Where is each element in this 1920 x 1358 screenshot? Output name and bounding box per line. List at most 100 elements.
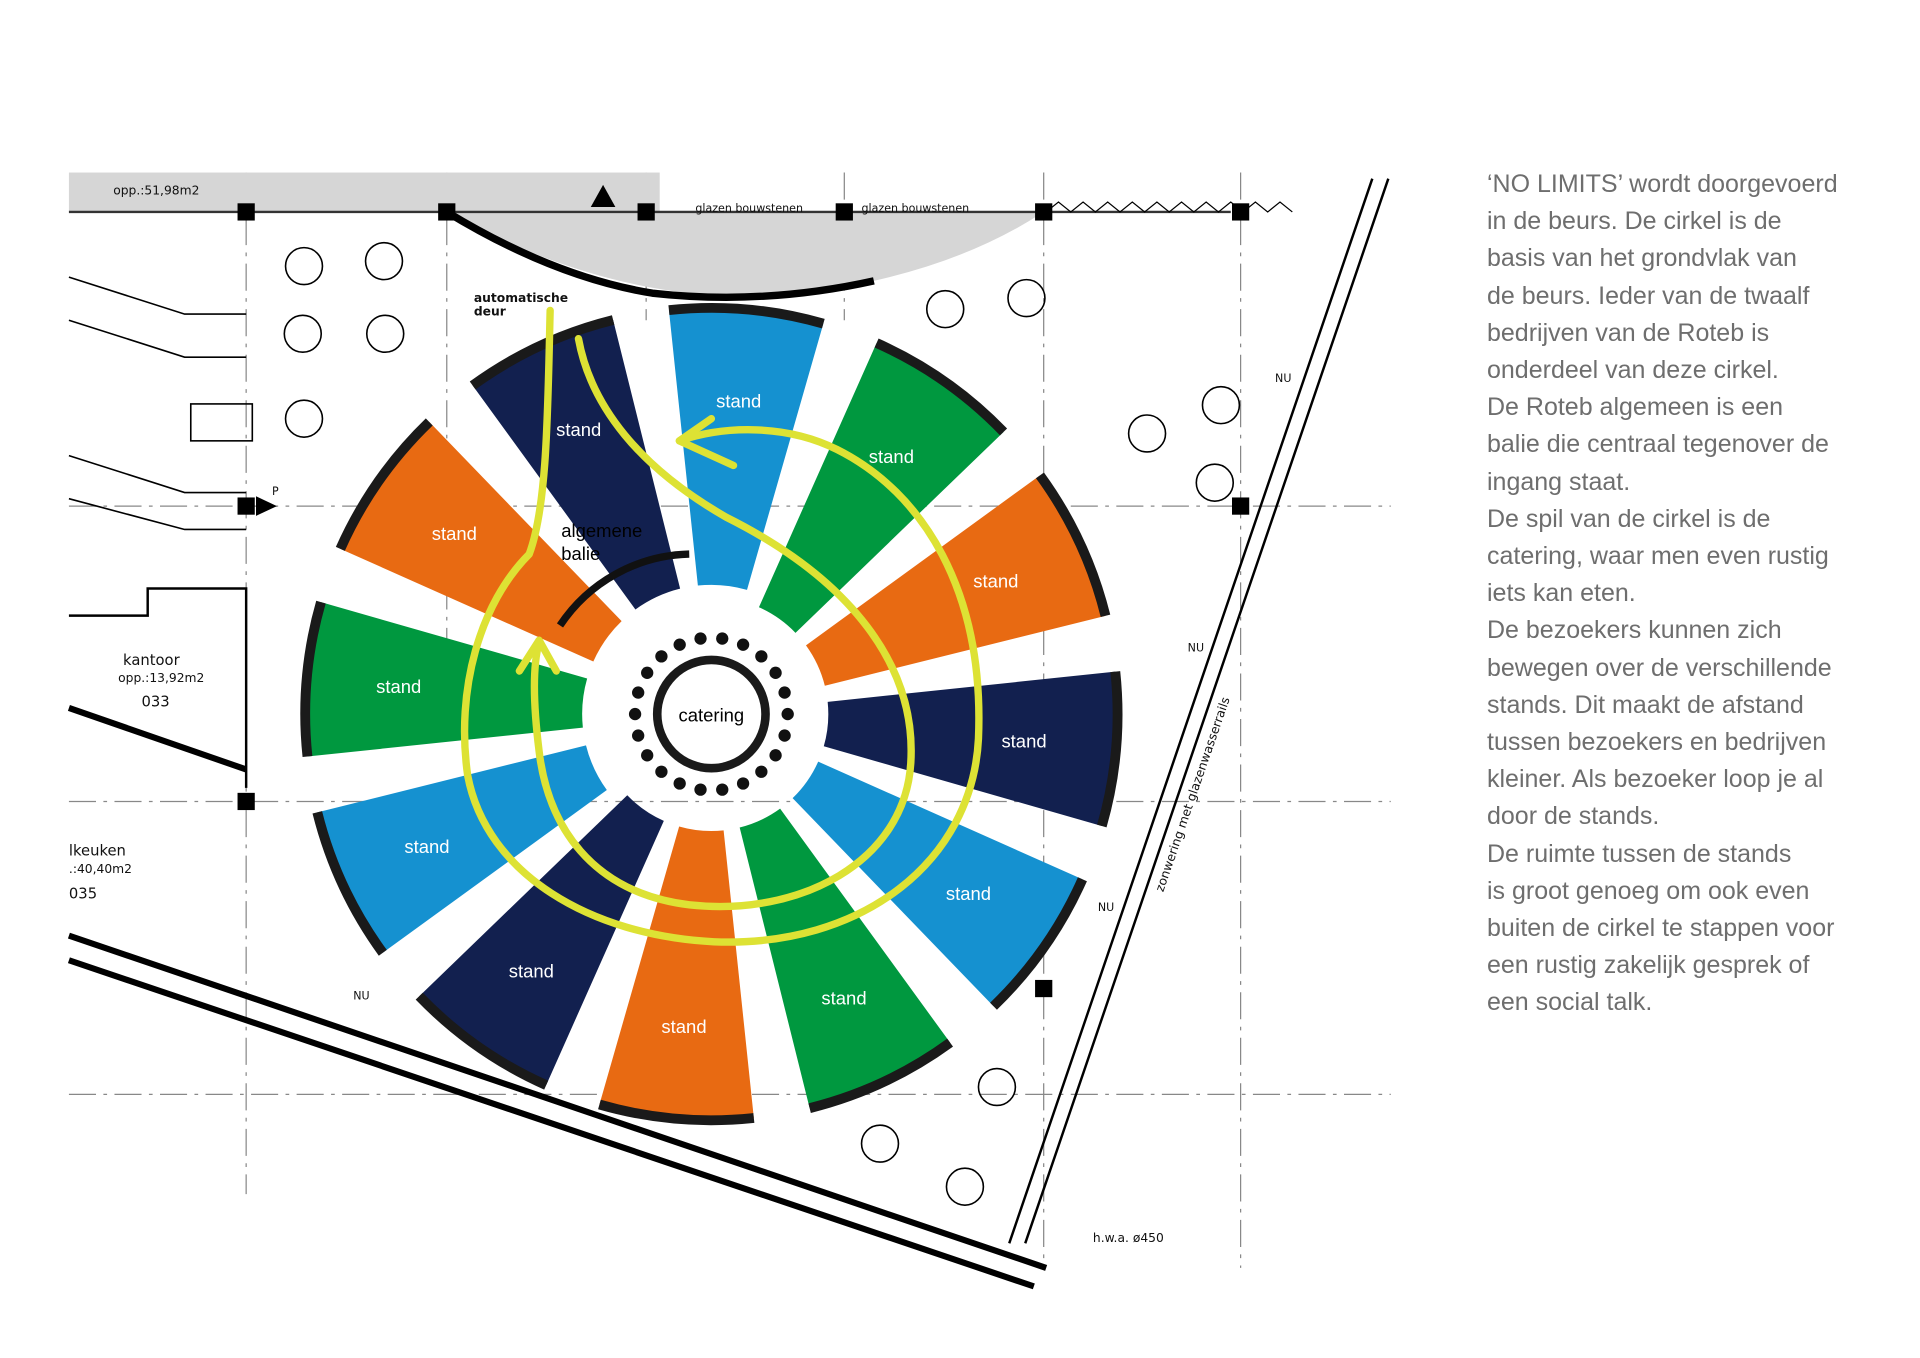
catering-seat <box>716 632 729 645</box>
stand-outer-edge <box>300 600 326 758</box>
description-line: bedrijven van de Roteb is <box>1487 318 1770 347</box>
stand-wedge <box>792 761 1083 1007</box>
glass-label-2: glazen bouwstenen <box>862 202 970 215</box>
tables <box>283 241 1241 1206</box>
stand-wedge <box>305 602 588 757</box>
visitor-path <box>460 306 983 946</box>
stand-outer-edge <box>469 315 615 390</box>
description-line: door de stands. <box>1487 802 1660 831</box>
catering-seat <box>755 650 768 663</box>
description-line: tussen bezoekers en bedrijven <box>1487 728 1827 757</box>
catering-seat <box>755 765 768 778</box>
stand-wedge <box>340 421 622 662</box>
description-line: ingang staat. <box>1487 467 1631 496</box>
stand-label: stand <box>556 419 601 440</box>
description-line: De spil van de cirkel is de <box>1487 504 1771 533</box>
glass-label-1: glazen bouwstenen <box>695 202 803 215</box>
stand-outer-edge <box>1097 671 1123 828</box>
stand-outer-edge <box>335 418 433 551</box>
keuken-number: 035 <box>69 886 97 903</box>
top-room-area: opp.:51,98m2 <box>113 184 199 198</box>
catering-seat <box>694 783 707 796</box>
description-text: ‘NO LIMITS’ wordt doorgevoerd in de beurs… <box>1487 166 1907 1022</box>
stand-wedge <box>739 808 951 1109</box>
catering-seat <box>641 749 654 762</box>
auto-door-label: automatische <box>474 291 568 305</box>
catering-seat <box>694 632 707 645</box>
description-line: een social talk. <box>1487 988 1653 1017</box>
description-line: ‘NO LIMITS’ wordt doorgevoerd <box>1487 170 1838 198</box>
stand-outer-edge <box>312 811 387 956</box>
description-line: basis van het grondvlak van <box>1487 244 1797 273</box>
description-line: buiten de cirkel te stappen voor <box>1487 914 1835 943</box>
catering-label: catering <box>679 704 745 725</box>
catering-seat <box>655 650 668 663</box>
auto-door-label-2: deur <box>474 304 507 318</box>
catering-seat <box>632 686 645 699</box>
catering-seat <box>655 765 668 778</box>
stand-wedge <box>317 745 607 953</box>
stand-label: stand <box>716 391 761 412</box>
catering-seat <box>641 666 654 679</box>
description-line: De Roteb algemeen is een <box>1487 393 1784 422</box>
stand-wedge <box>823 671 1118 827</box>
stand-outer-edge <box>1035 472 1111 618</box>
stand-outer-edge <box>598 1099 755 1126</box>
catering-seat <box>736 777 750 790</box>
catering-seat <box>769 749 782 762</box>
keuken-area: .:40,40m2 <box>69 862 132 876</box>
description-line: is groot genoeg om ook even <box>1487 876 1810 905</box>
stand-label: stand <box>821 988 866 1009</box>
hwa-label: h.w.a. ø450 <box>1093 1231 1164 1245</box>
stand-label: stand <box>973 571 1018 592</box>
stand-outer-edge <box>415 992 549 1090</box>
catering-seat <box>781 707 794 721</box>
catering-seat <box>673 638 686 651</box>
stand-outer-edge <box>990 877 1087 1010</box>
stand-label: stand <box>661 1016 706 1037</box>
nu-label: NU <box>353 990 369 1003</box>
description-line: de beurs. Ieder van de twaalf <box>1487 281 1810 310</box>
nu-label: NU <box>1188 641 1204 654</box>
catering-seat <box>673 777 686 790</box>
balie-label: algemene <box>561 520 642 541</box>
description-line: in de beurs. De cirkel is de <box>1487 207 1782 236</box>
description-line: De bezoekers kunnen zich <box>1487 616 1782 645</box>
columns <box>237 203 1250 998</box>
description-line: een rustig zakelijk gesprek of <box>1487 951 1810 980</box>
description-line: balie die centraal tegenover de <box>1487 430 1829 459</box>
entrance-arrow-icon <box>590 184 616 207</box>
description-line: catering, waar men even rustig <box>1487 542 1829 571</box>
catering-seat <box>632 729 645 742</box>
description-line: De ruimte tussen de stands <box>1487 839 1792 868</box>
stand-label: stand <box>946 883 991 904</box>
catering-seat <box>716 783 729 796</box>
stand-label: stand <box>869 446 914 467</box>
kantoor-label: kantoor <box>123 652 181 669</box>
stand-outer-edge <box>808 1038 954 1113</box>
balie-counter <box>556 550 690 628</box>
top-rooms: opp.:51,98m2 glazen bouwstenen glazen bo… <box>68 172 1293 318</box>
catering-seat <box>778 686 791 699</box>
description-line: onderdeel van deze cirkel. <box>1487 356 1779 385</box>
catering-seat <box>736 638 750 651</box>
kantoor-number: 033 <box>142 694 170 711</box>
stand-wedge <box>472 319 681 610</box>
nu-label: NU <box>1275 372 1291 385</box>
description-line: stands. Dit maakt de afstand <box>1487 690 1804 719</box>
stand-outer-edge <box>874 338 1008 436</box>
catering-seat <box>778 729 791 742</box>
catering-seat <box>769 666 782 679</box>
stand-label: stand <box>509 960 554 981</box>
description-line: iets kan eten. <box>1487 579 1636 608</box>
description-line: kleiner. Als bezoeker loop je al <box>1487 765 1824 794</box>
p-label: P <box>272 485 279 498</box>
catering: catering <box>628 632 794 796</box>
stand-wedge <box>599 826 754 1121</box>
nu-label: NU <box>1098 901 1114 914</box>
stand-label: stand <box>404 836 449 857</box>
stand-outer-edge <box>668 303 825 329</box>
stand-label: stand <box>376 676 421 697</box>
kantoor-area: opp.:13,92m2 <box>118 671 204 685</box>
